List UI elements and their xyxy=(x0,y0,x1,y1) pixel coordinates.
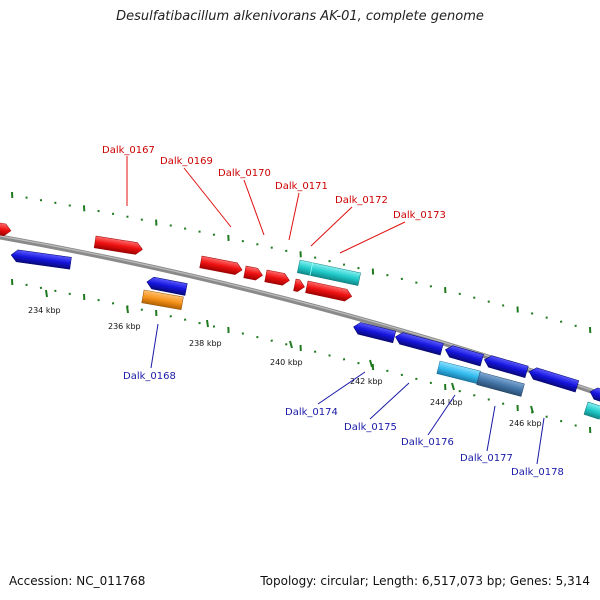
leader-dalk-0172 xyxy=(310,206,353,247)
gene-arrow-reverse-2[interactable] xyxy=(146,276,188,296)
tick-label-238: 238 kbp xyxy=(189,339,222,348)
tick-240 xyxy=(289,340,293,349)
gene-box-cyan-edge[interactable] xyxy=(583,401,600,420)
gene-arrow-reverse-left[interactable] xyxy=(10,249,72,270)
inner-scale-dots xyxy=(11,278,592,434)
gene-arrow-dalk-0177[interactable] xyxy=(483,354,529,378)
label-dalk-0169[interactable]: Dalk_0169 xyxy=(160,156,213,167)
genome-summary-text: Topology: circular; Length: 6,517,073 bp… xyxy=(260,574,590,588)
gene-arrow-dalk-0175[interactable] xyxy=(394,331,444,356)
label-dalk-0167[interactable]: Dalk_0167 xyxy=(102,145,155,156)
tick-label-234: 234 kbp xyxy=(28,306,61,315)
gene-arrow-dalk-0178[interactable] xyxy=(527,366,580,393)
label-dalk-0170[interactable]: Dalk_0170 xyxy=(218,168,271,179)
leader-dalk-0173 xyxy=(339,221,406,254)
tick-244 xyxy=(451,382,455,391)
tick-label-244: 244 kbp xyxy=(430,398,463,407)
position-ticks: 234 kbp 236 kbp 238 kbp 240 kbp 242 kbp … xyxy=(28,289,542,428)
gene-arrow-reverse-edge[interactable] xyxy=(588,386,600,404)
tick-242 xyxy=(369,359,373,368)
leader-dalk-0176 xyxy=(427,394,456,436)
label-dalk-0177[interactable]: Dalk_0177 xyxy=(460,453,513,464)
leader-dalk-0178 xyxy=(536,417,545,465)
map-title: Desulfatibacillum alkenivorans AK-01, co… xyxy=(116,9,484,24)
leader-dalk-0169 xyxy=(183,167,232,228)
gene-box-dalk-0172[interactable] xyxy=(297,259,361,286)
leader-dalk-0170 xyxy=(243,179,265,236)
tick-label-240: 240 kbp xyxy=(270,358,303,367)
tick-236 xyxy=(126,305,129,314)
gene-box-dalk-0168[interactable] xyxy=(141,289,184,311)
label-dalk-0178[interactable]: Dalk_0178 xyxy=(511,467,564,478)
leader-dalk-0175 xyxy=(369,382,410,420)
leader-dalk-0168 xyxy=(150,323,159,369)
label-dalk-0176[interactable]: Dalk_0176 xyxy=(401,437,454,448)
gene-arrow-dalk-0169[interactable] xyxy=(199,255,244,276)
reverse-genes xyxy=(10,249,600,420)
reverse-gene-labels: Dalk_0168 Dalk_0174 Dalk_0175 Dalk_0176 … xyxy=(123,323,564,478)
tick-234 xyxy=(45,289,48,298)
leader-dalk-0171 xyxy=(288,192,300,241)
gene-arrow-dalk-0174[interactable] xyxy=(352,321,397,344)
gene-arrow-dalk-0176[interactable] xyxy=(444,344,484,367)
gene-box-steel[interactable] xyxy=(476,371,525,397)
label-dalk-0168[interactable]: Dalk_0168 xyxy=(123,371,176,382)
label-dalk-0175[interactable]: Dalk_0175 xyxy=(344,422,397,433)
label-dalk-0174[interactable]: Dalk_0174 xyxy=(285,407,338,418)
gene-arrow-dalk-0167[interactable] xyxy=(93,235,143,255)
forward-gene-labels: Dalk_0167 Dalk_0169 Dalk_0170 Dalk_0171 … xyxy=(102,145,446,254)
tick-246 xyxy=(530,405,534,414)
gene-arrow-dalk-0171[interactable] xyxy=(264,269,291,286)
gene-arrow-dalk-0170[interactable] xyxy=(243,265,264,281)
forward-genes xyxy=(0,221,361,302)
tick-label-236: 236 kbp xyxy=(108,322,141,331)
leader-dalk-0177 xyxy=(486,405,496,452)
gene-arrow-dalk-0173[interactable] xyxy=(305,280,353,302)
tick-label-242: 242 kbp xyxy=(350,377,383,386)
gene-arrow-dalk-0172-small[interactable] xyxy=(293,278,306,293)
outer-scale-dots xyxy=(11,191,592,334)
leader-dalk-0174 xyxy=(317,371,366,405)
label-dalk-0171[interactable]: Dalk_0171 xyxy=(275,181,328,192)
tick-238 xyxy=(206,319,209,328)
accession-text: Accession: NC_011768 xyxy=(9,574,146,588)
label-dalk-0173[interactable]: Dalk_0173 xyxy=(393,210,446,221)
label-dalk-0172[interactable]: Dalk_0172 xyxy=(335,195,388,206)
gene-arrow-edge-left[interactable] xyxy=(0,221,12,237)
tick-label-246: 246 kbp xyxy=(509,419,542,428)
